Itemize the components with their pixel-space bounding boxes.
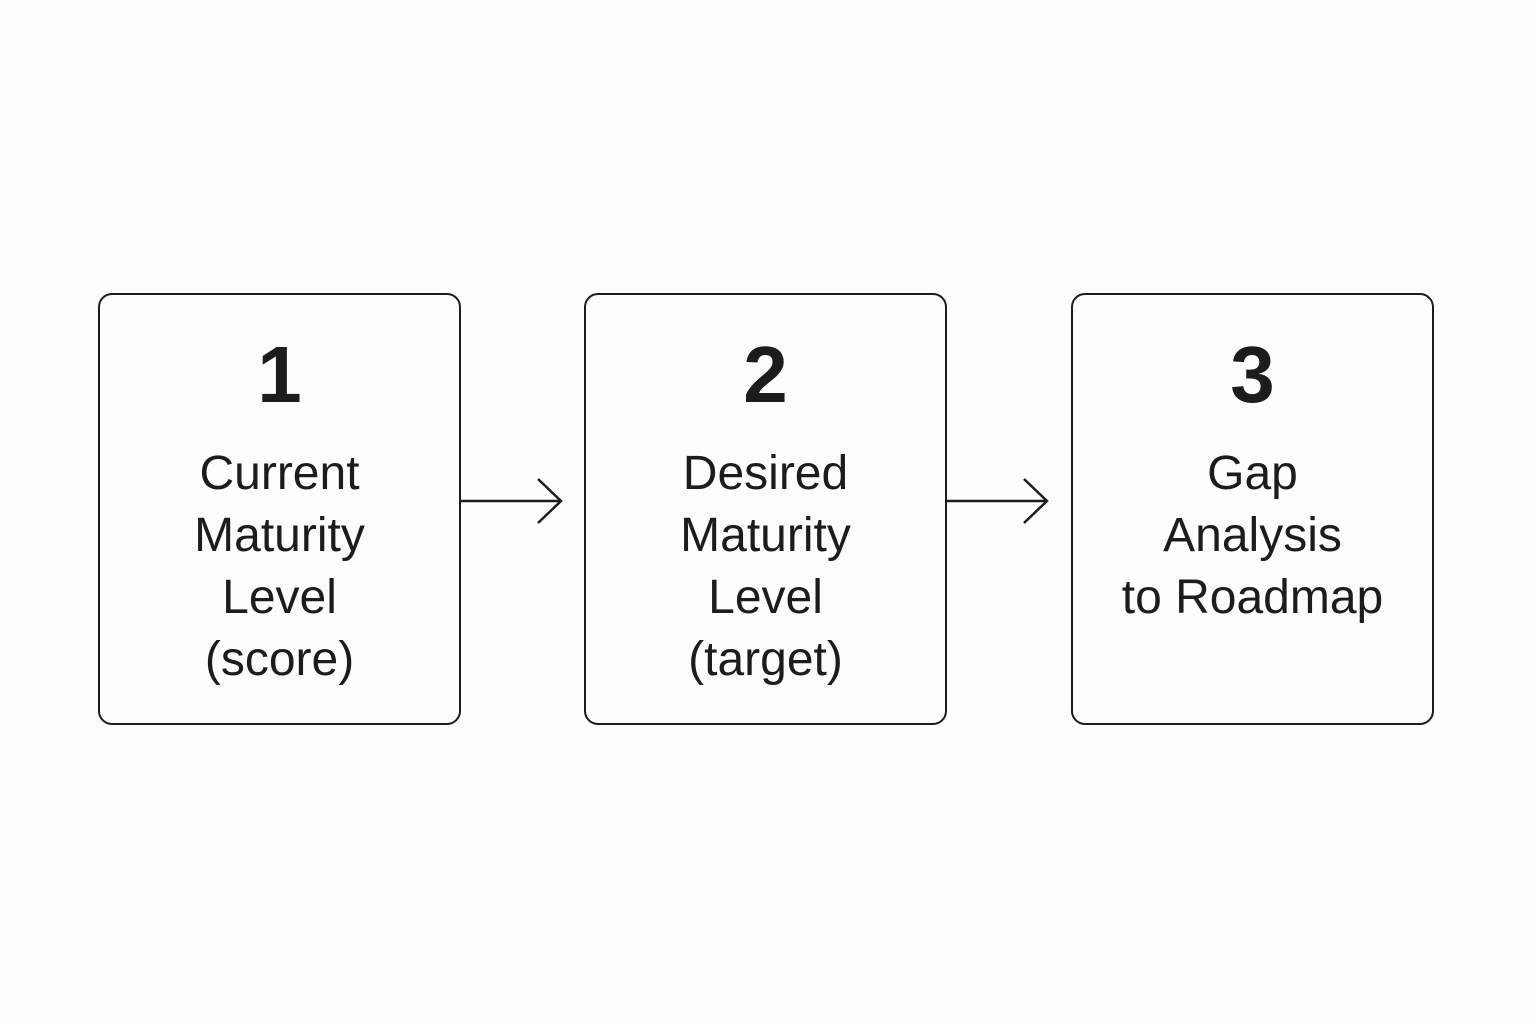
step-box-gap-analysis: 3 Gap Analysis to Roadmap: [1071, 293, 1434, 725]
step-box-desired-maturity: 2 Desired Maturity Level (target): [584, 293, 947, 725]
step-box-current-maturity: 1 Current Maturity Level (score): [98, 293, 461, 725]
step-label-line: Maturity: [194, 509, 365, 562]
step-label-line: Gap: [1207, 447, 1298, 500]
step-label-line: Level: [708, 571, 823, 624]
step-label-line: Level: [222, 571, 337, 624]
arrow-right-icon: [947, 478, 1049, 524]
step-label: Desired Maturity Level (target): [586, 443, 945, 691]
step-label-line: Analysis: [1163, 509, 1342, 562]
step-label-line: (target): [688, 633, 843, 686]
step-label-line: Desired: [682, 447, 849, 500]
step-number: 1: [257, 330, 302, 419]
step-label-line: to Roadmap: [1121, 571, 1384, 624]
step-label: Gap Analysis to Roadmap: [1073, 443, 1432, 629]
step-label-line: Maturity: [680, 509, 851, 562]
step-number: 3: [1230, 330, 1275, 419]
step-label-line: Current: [199, 447, 360, 500]
arrow-right-icon: [461, 478, 563, 524]
step-label: Current Maturity Level (score): [100, 443, 459, 691]
step-number: 2: [743, 330, 788, 419]
step-label-line: (score): [204, 633, 355, 686]
